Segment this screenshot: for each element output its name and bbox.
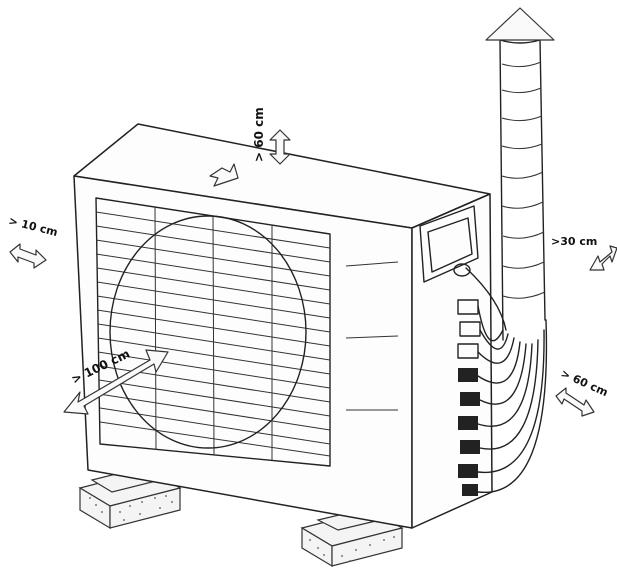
label-left-clearance: > 10 cm	[7, 214, 59, 239]
label-top-clearance: > 60 cm	[252, 107, 266, 162]
outdoor-unit	[73, 123, 493, 529]
left-clearance-arrow	[9, 243, 47, 269]
right-lower-clearance-arrow	[555, 387, 595, 417]
front-clearance-arrow	[63, 349, 169, 415]
front-grille	[95, 197, 331, 467]
right-upper-clearance-arrow	[589, 245, 617, 271]
label-right-upper-clearance: >30 cm	[551, 235, 597, 248]
fan-circle	[109, 215, 307, 449]
control-box	[419, 205, 479, 283]
up-arrow-icon	[485, 7, 555, 41]
valve-connectors	[457, 299, 481, 496]
refrigerant-pipes	[465, 267, 548, 493]
airflow-arrow-icon	[209, 163, 239, 187]
unit-side-face	[411, 193, 493, 529]
top-clearance-arrow	[269, 129, 291, 165]
pipe-duct	[485, 7, 555, 341]
